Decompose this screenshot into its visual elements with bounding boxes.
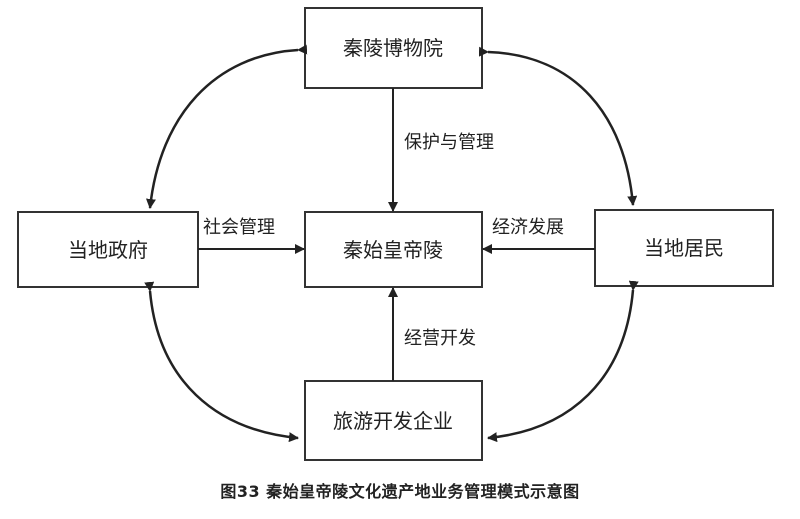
curve-arrow-government-tourism	[144, 281, 299, 443]
curve-arrow-museum-residents	[478, 46, 638, 206]
curve-arrow-museum-government	[145, 44, 308, 209]
curve-arrow-residents-tourism	[487, 280, 639, 443]
edge-label-business-development: 经营开发	[404, 328, 476, 349]
residents-label: 当地居民	[644, 236, 724, 260]
edge-label-economic-development: 经济发展	[492, 217, 564, 238]
tourism-label: 旅游开发企业	[333, 409, 453, 433]
museum-label: 秦陵博物院	[343, 36, 443, 60]
edge-label-social-management: 社会管理	[203, 217, 275, 238]
mausoleum-box	[304, 211, 483, 288]
government-box	[17, 211, 199, 288]
edge-label-protection-management: 保护与管理	[404, 132, 494, 153]
museum-box	[304, 7, 483, 89]
tourism-box	[304, 380, 483, 461]
residents-box	[594, 209, 774, 287]
figure-caption: 图33 秦始皇帝陵文化遗产地业务管理模式示意图	[220, 482, 580, 501]
government-label: 当地政府	[68, 238, 148, 262]
mausoleum-label: 秦始皇帝陵	[343, 238, 443, 262]
